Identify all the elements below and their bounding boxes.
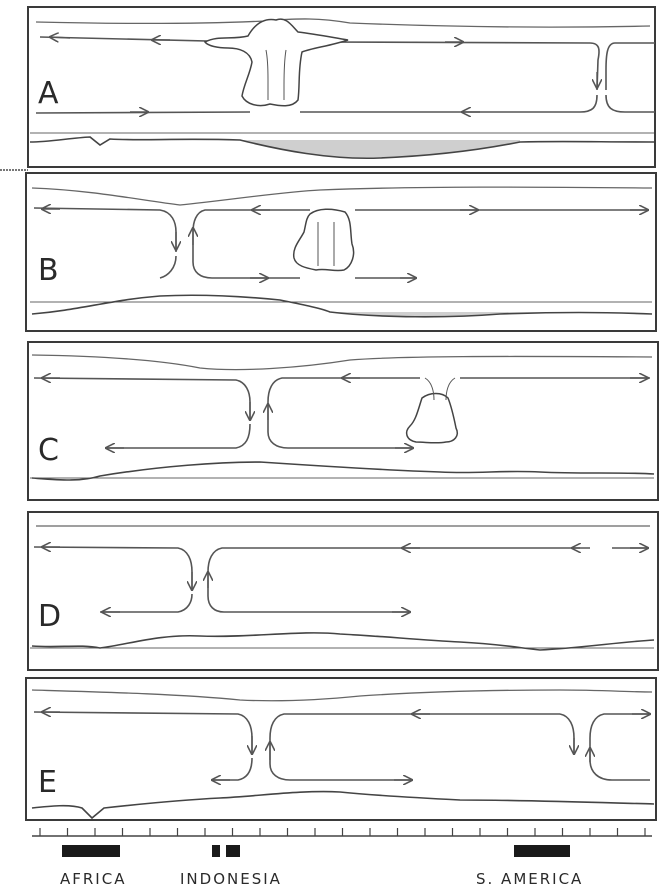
africa-bar (62, 845, 120, 857)
panel-c-letter: C (38, 433, 59, 468)
south-america-bar (514, 845, 570, 857)
longitude-axis (32, 828, 652, 836)
indonesia-label: INDONESIA (180, 870, 282, 888)
panel-e-frame (26, 678, 656, 820)
panel-b: B (26, 173, 656, 331)
indonesia-bar (226, 845, 240, 857)
panel-c: C (28, 342, 658, 500)
panel-a: A (28, 7, 655, 167)
panel-d: D (28, 512, 658, 670)
panel-b-letter: B (38, 253, 59, 288)
region-markers: AFRICA INDONESIA S. AMERICA (60, 845, 583, 888)
south-america-label: S. AMERICA (476, 870, 583, 888)
panel-a-arrow (50, 37, 70, 38)
panel-c-frame (28, 342, 658, 500)
panel-d-frame (28, 512, 658, 670)
africa-label: AFRICA (60, 870, 126, 888)
panel-d-letter: D (38, 599, 61, 634)
indonesia-bar (212, 845, 220, 857)
axis-ticks (40, 828, 645, 836)
panel-a-letter: A (38, 76, 59, 111)
panel-e-letter: E (38, 765, 57, 800)
panel-e: E (26, 678, 656, 820)
